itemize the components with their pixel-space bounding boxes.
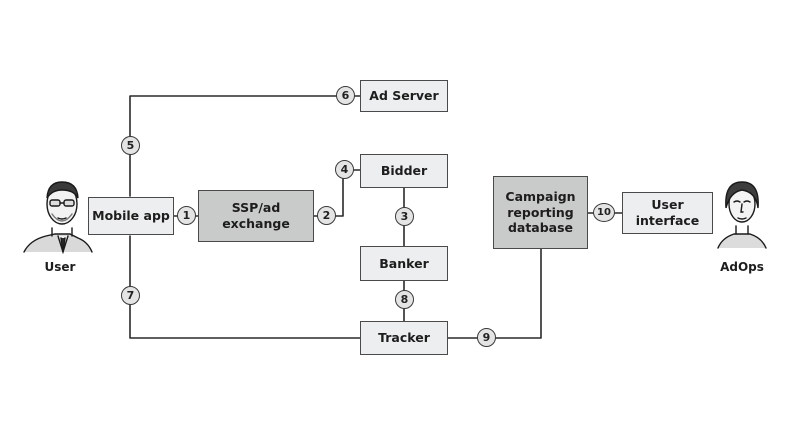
step-badge-10: 10 — [593, 203, 615, 222]
step-badge-3: 3 — [395, 207, 414, 226]
step-badge-6: 6 — [336, 86, 355, 105]
step-badge-8: 8 — [395, 290, 414, 309]
user-interface-box: User interface — [622, 192, 713, 234]
campaign-db-box: Campaign reporting database — [493, 176, 588, 249]
step-badge-2: 2 — [317, 206, 336, 225]
adops-avatar — [712, 174, 772, 250]
bidder-box: Bidder — [360, 154, 448, 188]
step-badge-5: 5 — [121, 136, 140, 155]
mobile-app-box: Mobile app — [88, 197, 174, 235]
user-label: User — [44, 260, 76, 274]
connector-tracker-db — [447, 248, 542, 339]
banker-box: Banker — [360, 246, 448, 281]
step-badge-4: 4 — [335, 160, 354, 179]
ad-server-box: Ad Server — [360, 80, 448, 112]
step-badge-7: 7 — [121, 286, 140, 305]
ssp-box: SSP/ad exchange — [198, 190, 314, 242]
adops-label: AdOps — [720, 260, 764, 274]
step-badge-9: 9 — [477, 328, 496, 347]
step-badge-1: 1 — [177, 206, 196, 225]
connector-mobile-tracker — [129, 235, 361, 339]
connector-mobile-adserver — [129, 95, 361, 197]
tracker-box: Tracker — [360, 321, 448, 355]
user-avatar — [22, 174, 94, 255]
